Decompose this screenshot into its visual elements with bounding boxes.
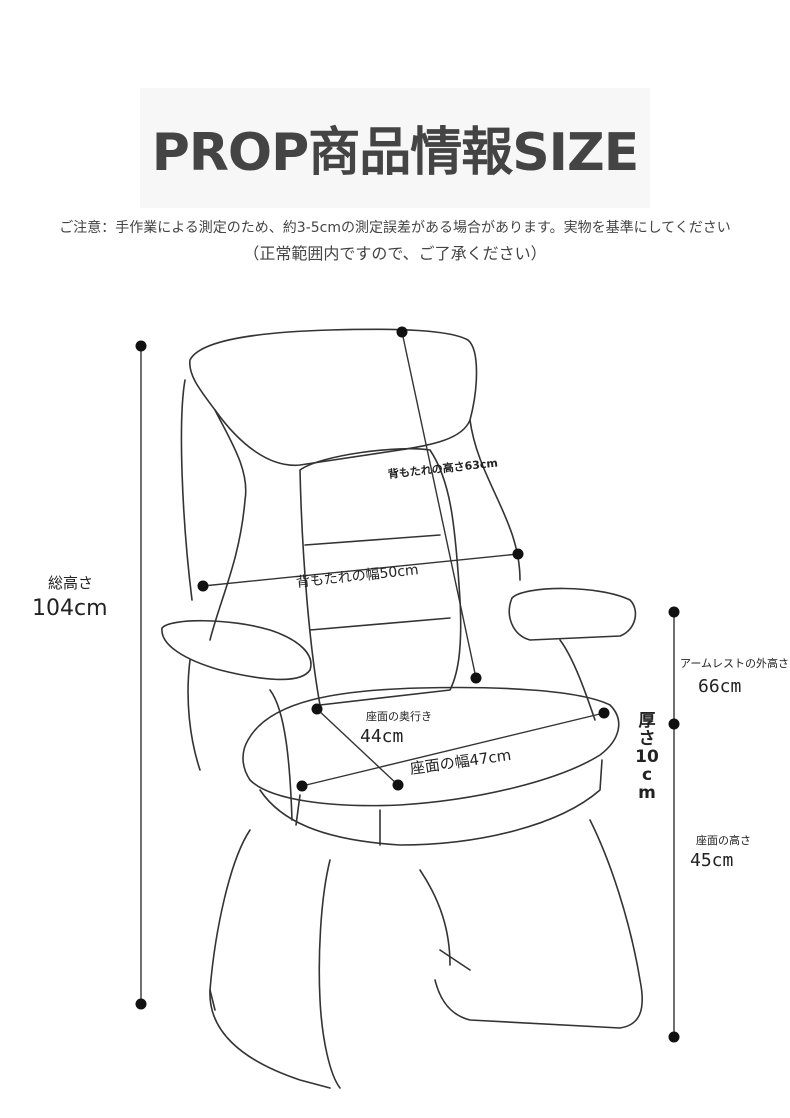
total-height-value: 104cm bbox=[32, 596, 108, 621]
seat-depth-label: 座面の奥行き bbox=[366, 710, 432, 723]
armrest-height-value: 66cm bbox=[698, 676, 742, 697]
measurement-note-sub: （正常範囲内ですので、ご了承ください） bbox=[243, 244, 547, 263]
seat-cushion bbox=[242, 686, 620, 807]
seat-height-value: 45cm bbox=[690, 850, 734, 871]
title-background bbox=[140, 88, 650, 208]
left-armrest bbox=[161, 619, 312, 681]
total-height-label: 総高さ bbox=[48, 574, 94, 592]
armrest-height-label: アームレストの外高さ bbox=[680, 657, 790, 670]
chair-base bbox=[209, 829, 341, 1089]
seat-depth-value: 44cm bbox=[360, 726, 404, 747]
backrest-outline bbox=[189, 328, 478, 466]
page-title: PROP商品情報SIZE bbox=[151, 123, 640, 183]
cushion-thickness-label: 厚さ10cm bbox=[635, 711, 659, 803]
right-armrest bbox=[508, 587, 637, 641]
measurement-note: ご注意：手作業による測定のため、約3-5cmの測定誤差がある場合があります。実物… bbox=[59, 220, 731, 236]
seat-height-label: 座面の高さ bbox=[696, 834, 751, 847]
